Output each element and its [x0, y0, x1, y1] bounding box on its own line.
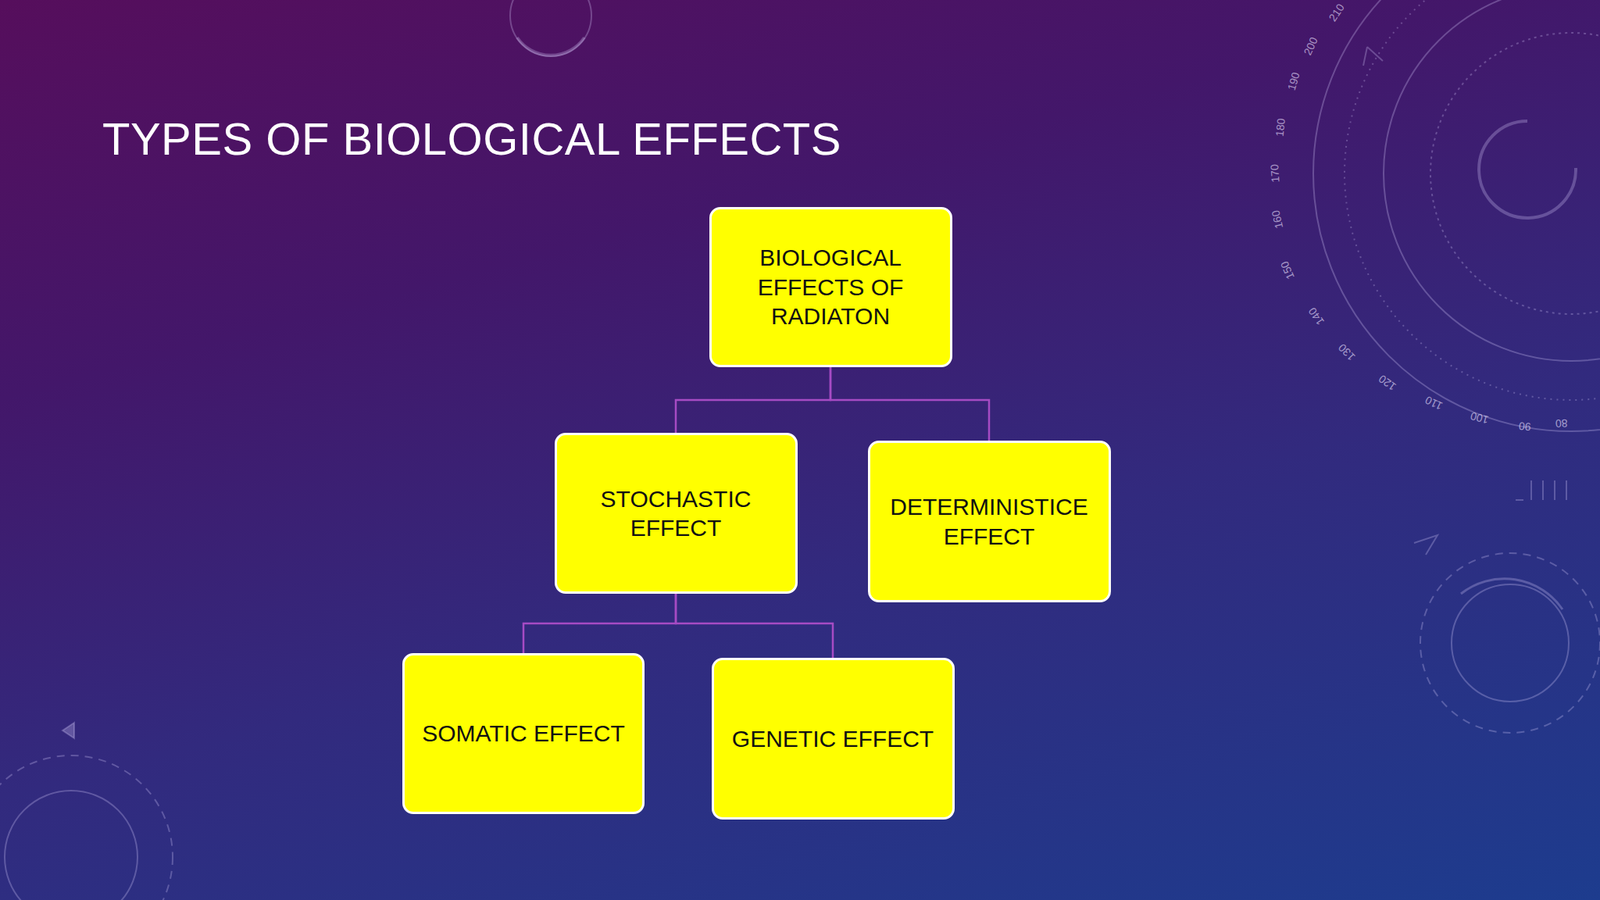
tree-connector [675, 593, 833, 658]
dial-number: 170 [1268, 164, 1281, 183]
deco-tick [1414, 535, 1438, 555]
dial-number: 160 [1270, 209, 1286, 230]
deco-ring [1430, 32, 1600, 315]
dial-number: 100 [1469, 410, 1490, 426]
deco-arc [1460, 578, 1563, 610]
deco-tick [1515, 480, 1567, 500]
box-label: SOMATIC EFFECT [414, 718, 633, 749]
dial-number: 180 [1274, 117, 1287, 138]
dial-number: 80 [1555, 417, 1568, 430]
dial-number: 210 [1327, 1, 1347, 23]
root-box: BIOLOGICAL EFFECTS OF RADIATON [709, 207, 953, 368]
deco-ring [1451, 584, 1569, 702]
tree-connector [675, 367, 831, 433]
deco-ring [1383, 0, 1600, 361]
dial-number: 110 [1423, 394, 1444, 412]
box-label: BIOLOGICAL EFFECTS OF RADIATON [721, 242, 941, 332]
tree-connector [523, 593, 676, 654]
dial-number: 90 [1518, 420, 1533, 433]
deco-ring [1344, 0, 1600, 400]
box-label: GENETIC EFFECT [723, 724, 943, 754]
dial-number: 120 [1376, 372, 1398, 393]
category-box: DETERMINISTICE EFFECT [867, 440, 1111, 603]
dial-number: 200 [1302, 35, 1320, 57]
dial-number: 150 [1278, 260, 1297, 282]
slide-title: TYPES OF BIOLOGICAL EFFECTS [102, 114, 842, 165]
category-box: SOMATIC EFFECT [402, 653, 645, 815]
deco-ring [4, 790, 138, 900]
deco-ring [510, 0, 592, 57]
deco-arc [1478, 121, 1576, 218]
dial-number: 190 [1285, 71, 1302, 92]
deco-tick [1363, 46, 1383, 66]
category-box: STOCHASTIC EFFECT [554, 432, 798, 594]
deco-ring [1420, 553, 1600, 733]
box-label: DETERMINISTICE EFFECT [879, 492, 1100, 551]
deco-ring [0, 755, 173, 900]
deco-ring [1313, 0, 1600, 432]
deco-arc [517, 37, 585, 56]
deco-tick [62, 722, 75, 739]
dial-number: 140 [1307, 305, 1327, 327]
tree-connector [830, 367, 990, 441]
box-label: STOCHASTIC EFFECT [566, 484, 786, 543]
dial-number: 130 [1336, 342, 1358, 364]
category-box: GENETIC EFFECT [711, 657, 955, 820]
